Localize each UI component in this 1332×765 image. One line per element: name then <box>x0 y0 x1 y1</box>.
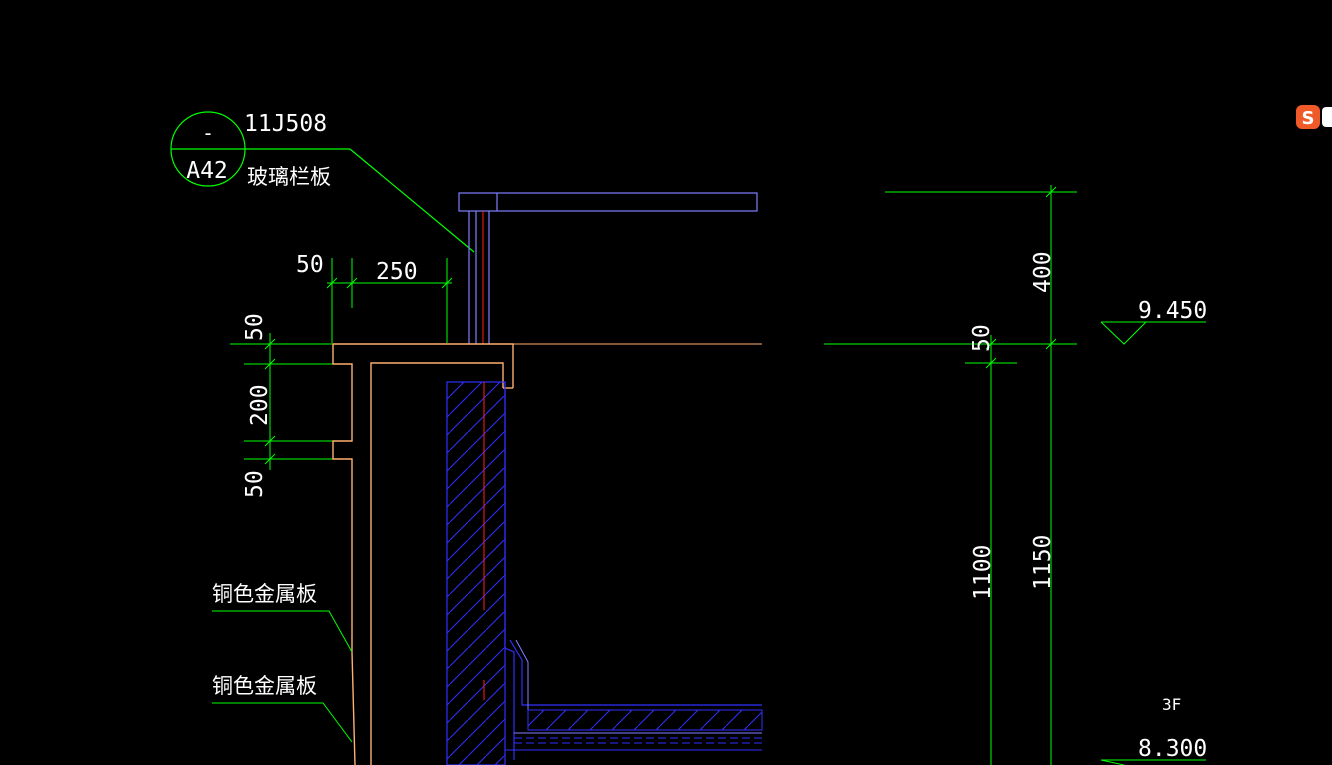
dim-50-right: 50 <box>969 324 995 352</box>
concrete-wall-section <box>446 381 763 765</box>
detail-callout-label: 玻璃栏板 <box>247 165 331 189</box>
right-dimensions <box>824 185 1077 765</box>
dim-50-left: 50 <box>296 252 324 278</box>
dim-200: 200 <box>247 384 273 426</box>
detail-callout: - A42 11J508 玻璃栏板 <box>170 111 475 253</box>
dim-50-top-vertical: 50 <box>242 313 268 341</box>
dim-50-bottom-vertical: 50 <box>242 470 268 498</box>
elevation-marker-floor <box>1100 759 1206 765</box>
detail-callout-atlas-ref: 11J508 <box>244 111 327 137</box>
railing-top-cap <box>458 192 758 212</box>
dim-1150: 1150 <box>1030 535 1056 590</box>
parapet-cladding-outline <box>332 343 762 765</box>
floor-label: 3F <box>1162 695 1181 714</box>
sogou-ime-icon[interactable]: S <box>1296 103 1332 131</box>
dim-250: 250 <box>376 259 418 285</box>
dim-400: 400 <box>1030 251 1056 293</box>
glass-railing <box>458 192 758 344</box>
elevation-floor-value: 8.300 <box>1138 736 1207 762</box>
left-dimensions <box>230 258 453 470</box>
svg-text:S: S <box>1302 108 1315 129</box>
material-label-lower: 铜色金属板 <box>212 674 317 698</box>
elevation-marker-top <box>1100 321 1206 345</box>
material-label-upper: 铜色金属板 <box>212 582 317 606</box>
material-label-leaders <box>212 610 353 743</box>
detail-callout-sheet-code: A42 <box>186 158 228 184</box>
dim-1100: 1100 <box>970 545 996 600</box>
elevation-top-value: 9.450 <box>1138 298 1207 324</box>
detail-callout-top-symbol: - <box>202 121 214 145</box>
detail-callout-leader <box>349 148 475 253</box>
